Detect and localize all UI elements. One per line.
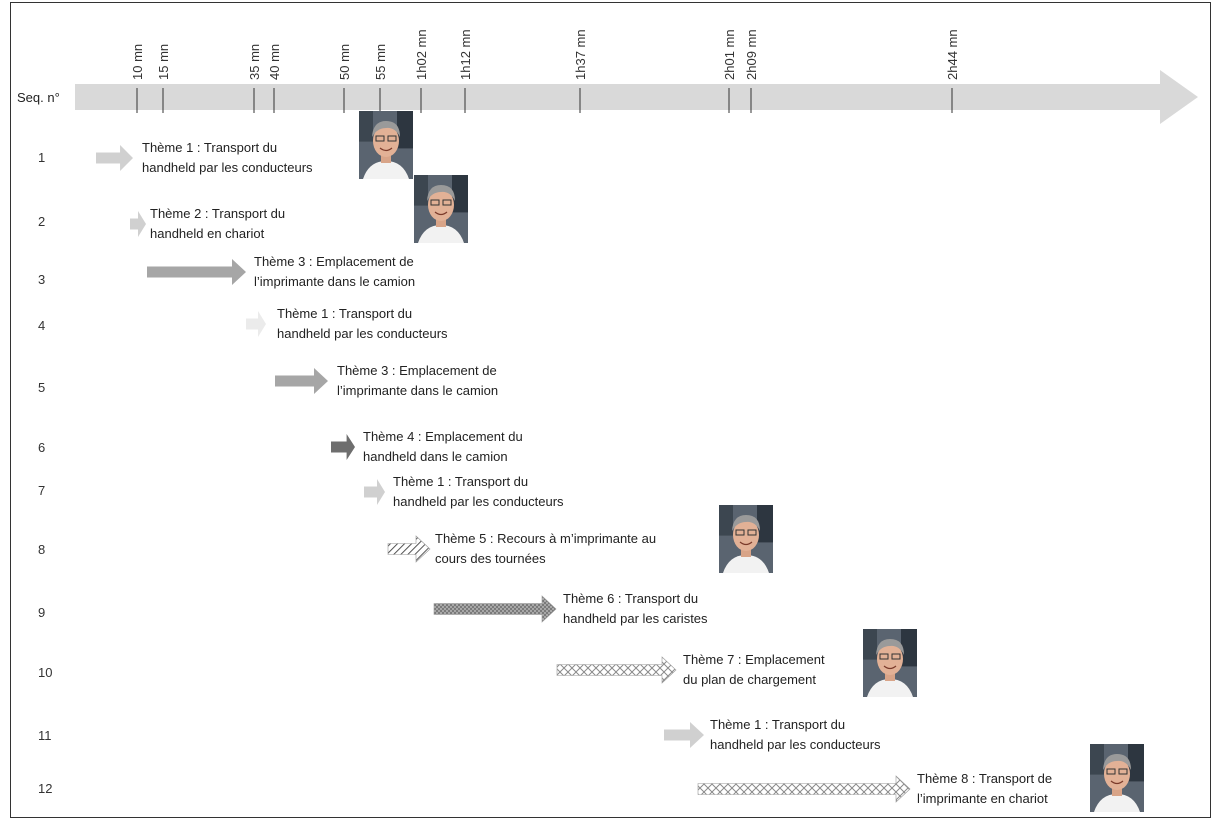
sequence-row: 4 Thème 1 : Transport du handheld par les … <box>38 306 448 341</box>
theme-arrow <box>556 656 677 684</box>
axis-tick-label: 50 mn <box>337 44 352 80</box>
theme-label-line: l’imprimante dans le camion <box>337 383 498 398</box>
theme-label-line: handheld par les conducteurs <box>277 326 448 341</box>
theme-arrow <box>697 775 911 803</box>
axis-title: Seq. n° <box>17 90 60 105</box>
theme-arrow <box>96 145 133 171</box>
theme-arrow <box>246 311 266 337</box>
theme-label-line: handheld en chariot <box>150 226 265 241</box>
sequence-number: 11 <box>38 728 52 743</box>
axis-tick-label: 1h02 mn <box>414 29 429 80</box>
sequence-row: 8 Thème 5 : Recours à m’imprimante au cour… <box>38 505 773 573</box>
theme-label-line: Thème 7 : Emplacement <box>683 652 825 667</box>
theme-label-line: Thème 2 : Transport du <box>150 206 285 221</box>
theme-label-line: Thème 6 : Transport du <box>563 591 698 606</box>
theme-label-line: Thème 8 : Transport de <box>917 771 1052 786</box>
theme-label-line: l’imprimante en chariot <box>917 791 1048 806</box>
axis-tick-label: 2h09 mn <box>744 29 759 80</box>
sequence-number: 8 <box>38 542 45 557</box>
axis-tick-label: 1h37 mn <box>573 29 588 80</box>
theme-arrow <box>387 535 431 563</box>
theme-label-line: handheld dans le camion <box>363 449 508 464</box>
theme-label-line: cours des tournées <box>435 551 546 566</box>
theme-arrow <box>664 722 704 748</box>
sequence-row: 11 Thème 1 : Transport du handheld par les… <box>38 717 881 752</box>
theme-label-line: Thème 1 : Transport du <box>277 306 412 321</box>
theme-arrow <box>331 434 355 460</box>
person-photo-icon <box>414 175 468 243</box>
axis-tick-label: 35 mn <box>247 44 262 80</box>
timeline-axis-arrow <box>75 70 1198 124</box>
sequence-number: 10 <box>38 665 52 680</box>
person-photo-icon <box>863 629 917 697</box>
sequence-number: 6 <box>38 440 45 455</box>
sequence-row: 12 Thème 8 : Transport de l’imprimante en … <box>38 744 1144 812</box>
sequence-number: 9 <box>38 605 45 620</box>
sequence-number: 4 <box>38 318 45 333</box>
axis-tick-label: 2h44 mn <box>945 29 960 80</box>
sequence-number: 1 <box>38 150 45 165</box>
axis-tick-label: 10 mn <box>130 44 145 80</box>
sequence-number: 12 <box>38 781 52 796</box>
theme-label-line: Thème 1 : Transport du <box>710 717 845 732</box>
sequence-row: 5 Thème 3 : Emplacement de l’imprimante da… <box>38 363 498 398</box>
person-photo-icon <box>1090 744 1144 812</box>
theme-arrow <box>147 259 246 285</box>
sequence-row: 2 Thème 2 : Transport du handheld en chari… <box>38 175 468 243</box>
axis-tick-label: 40 mn <box>267 44 282 80</box>
theme-arrow <box>275 368 328 394</box>
sequence-number: 7 <box>38 483 45 498</box>
theme-arrow <box>364 479 385 505</box>
theme-label-line: Thème 1 : Transport du <box>393 474 528 489</box>
axis-tick-label: 55 mn <box>373 44 388 80</box>
theme-label-line: Thème 3 : Emplacement de <box>337 363 497 378</box>
theme-arrow <box>130 211 146 237</box>
axis-tick-label: 2h01 mn <box>722 29 737 80</box>
sequence-number: 5 <box>38 380 45 395</box>
sequence-row: 9 Thème 6 : Transport du handheld par les … <box>38 591 708 626</box>
sequence-row: 3 Thème 3 : Emplacement de l’imprimante da… <box>38 254 415 289</box>
person-photo-icon <box>359 111 413 179</box>
axis-tick-label: 1h12 mn <box>458 29 473 80</box>
theme-label-line: du plan de chargement <box>683 672 816 687</box>
axis-tick-label: 15 mn <box>156 44 171 80</box>
diagram-frame <box>10 2 1211 818</box>
person-photo-icon <box>719 505 773 573</box>
theme-label-line: handheld par les conducteurs <box>710 737 881 752</box>
sequence-number: 2 <box>38 214 45 229</box>
sequence-row: 10 Thème 7 : Emplacement du plan de charge… <box>38 629 917 697</box>
sequence-row: 1 Thème 1 : Transport du handheld par les … <box>38 111 413 179</box>
theme-label-line: Thème 4 : Emplacement du <box>363 429 523 444</box>
theme-label-line: handheld par les conducteurs <box>393 494 564 509</box>
sequence-row: 7 Thème 1 : Transport du handheld par les … <box>38 474 564 509</box>
sequence-row: 6 Thème 4 : Emplacement du handheld dans l… <box>38 429 523 464</box>
axis-ticks: 10 mn 15 mn 35 mn 40 mn 50 mn 55 mn 1h02 mn 1h1… <box>130 29 960 113</box>
theme-label-line: l’imprimante dans le camion <box>254 274 415 289</box>
theme-arrow <box>433 595 557 623</box>
theme-label-line: handheld par les caristes <box>563 611 708 626</box>
sequence-number: 3 <box>38 272 45 287</box>
theme-label-line: Thème 3 : Emplacement de <box>254 254 414 269</box>
theme-label-line: Thème 1 : Transport du <box>142 140 277 155</box>
theme-label-line: Thème 5 : Recours à m’imprimante au <box>435 531 656 546</box>
theme-label-line: handheld par les conducteurs <box>142 160 313 175</box>
